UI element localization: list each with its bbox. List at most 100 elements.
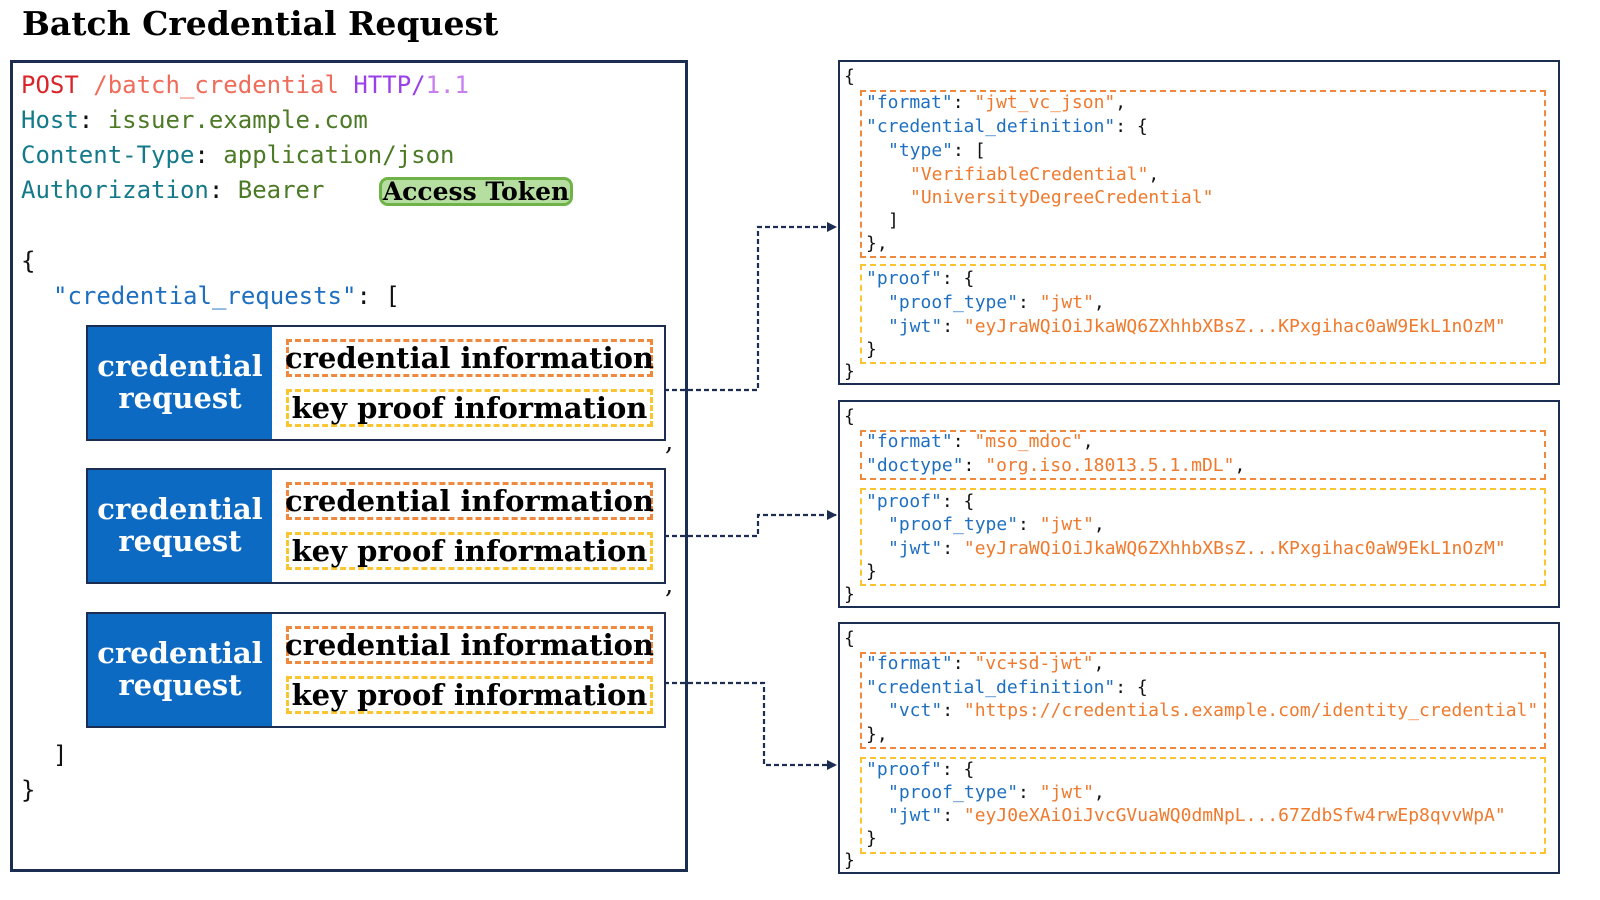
host-line: Host: issuer.example.com [21,106,368,134]
proof-close-brace: } [866,339,877,360]
close-brace: } [844,850,855,871]
proof-type-line: "proof_type": "jwt", [888,782,1105,803]
jwt-line: "jwt": "eyJraWQiOiJkaWQ6ZXhhbXBsZ...KPxg… [888,538,1506,559]
proof-close-brace: } [866,828,877,849]
proof-region [860,264,1546,364]
key-proof-information-box: key proof information [286,676,653,714]
close-definition-line: }, [866,726,888,744]
authorization-key: Authorization [21,176,209,204]
doctype-line: "doctype": "org.iso.18013.5.1.mDL", [866,455,1246,476]
proof-type-key: "proof_type" [888,292,1019,313]
doctype-value: "org.iso.18013.5.1.mDL" [985,455,1235,476]
http-method: POST [21,71,79,99]
jwt-key: "jwt" [888,538,943,559]
connector-arrow-2 [664,510,837,538]
credential-requests-key-line: "credential_requests": [ [53,284,400,308]
open-brace: { [844,406,855,427]
http-path: /batch_credential [93,71,339,99]
body-close-brace: } [21,776,36,804]
proof-type-value: "jwt" [1039,782,1094,803]
credential-definition-line: "credential_definition": { [866,677,1148,698]
http-version: 1.1 [425,71,469,99]
credential-info-region [860,430,1546,480]
credential-information-box: credential information [284,482,655,520]
example-panel-1: { "format": "jwt_vc_json", "credential_d… [838,60,1560,385]
proof-line: "proof": { [866,268,975,289]
proof-type-key: "proof_type" [888,514,1019,535]
connector-arrow-3 [664,681,837,770]
page-title: Batch Credential Request [22,4,499,43]
close-brace: } [866,233,877,254]
type-value-1: "VerifiableCredential", [910,164,1160,185]
jwt-value: "eyJraWQiOiJkaWQ6ZXhhbXBsZ...KPxgihac0aW… [963,538,1506,559]
close-bracket: ] [53,741,68,769]
proof-region [860,488,1546,586]
jwt-key: "jwt" [888,316,943,337]
format-value: "mso_mdoc" [974,431,1083,452]
list-comma: , [665,570,674,600]
close-brace: } [844,584,855,605]
proof-line: "proof": { [866,491,975,512]
host-key: Host [21,106,79,134]
example-panel-3: { "format": "vc+sd-jwt", "credential_def… [838,622,1560,874]
credential-definition-key: "credential_definition" [866,677,1116,698]
jwt-line: "jwt": "eyJ0eXAiOiJvcGVuaWQ0dmNpL...67Zd… [888,805,1506,826]
jwt-line: "jwt": "eyJraWQiOiJkaWQ6ZXhhbXBsZ...KPxg… [888,316,1506,337]
access-token-badge: Access Token [379,177,573,206]
list-comma: , [665,427,674,457]
proof-key: "proof" [866,759,942,780]
request-line: POST /batch_credential HTTP/1.1 [21,73,469,97]
format-key: "format" [866,653,953,674]
authorization-value: Bearer [237,176,325,204]
format-line: "format": "vc+sd-jwt", [866,653,1105,674]
vct-key: "vct" [888,700,943,721]
type-value-2: "UniversityDegreeCredential" [910,187,1214,208]
key-proof-information-box: key proof information [286,389,653,427]
host-value: issuer.example.com [107,106,368,134]
credential-definition-line: "credential_definition": { [866,116,1148,137]
close-bracket-line: ] [888,210,899,231]
proof-key: "proof" [866,268,942,289]
comma: , [876,724,888,745]
credential-requests-punct: : [ [356,282,400,310]
format-key: "format" [866,92,953,113]
authorization-line: Authorization: Bearer [21,176,325,204]
jwt-value: "eyJ0eXAiOiJvcGVuaWQ0dmNpL...67ZdbSfw4rw… [963,805,1506,826]
type-key: "type" [888,140,954,161]
proof-line: "proof": { [866,759,975,780]
format-key: "format" [866,431,953,452]
format-line: "format": "mso_mdoc", [866,431,1094,452]
key-proof-information-box: key proof information [286,532,653,570]
close-definition-line: }, [866,235,888,253]
jwt-key: "jwt" [888,805,943,826]
proof-key: "proof" [866,491,942,512]
close-brace: } [866,724,877,745]
proof-type-line: "proof_type": "jwt", [888,514,1105,535]
request-panel: POST /batch_credential HTTP/1.1 Host: is… [10,60,688,872]
vct-value: "https://credentials.example.com/identit… [963,700,1539,721]
body-open-brace: { [21,247,36,275]
format-value: "jwt_vc_json" [974,92,1116,113]
credential-requests-key: "credential_requests" [53,282,357,310]
proof-close-brace: } [866,561,877,582]
jwt-value: "eyJraWQiOiJkaWQ6ZXhhbXBsZ...KPxgihac0aW… [963,316,1506,337]
type-line: "type": [ [888,140,986,161]
format-line: "format": "jwt_vc_json", [866,92,1127,113]
content-type-value: application/json [223,141,455,169]
proof-type-value: "jwt" [1039,514,1094,535]
type-value: "VerifiableCredential" [910,164,1149,185]
http-protocol: HTTP/ [353,71,426,99]
comma: , [876,233,888,254]
proof-type-line: "proof_type": "jwt", [888,292,1105,313]
proof-type-value: "jwt" [1039,292,1094,313]
proof-type-key: "proof_type" [888,782,1019,803]
open-brace: { [844,66,855,87]
proof-region [860,757,1546,854]
